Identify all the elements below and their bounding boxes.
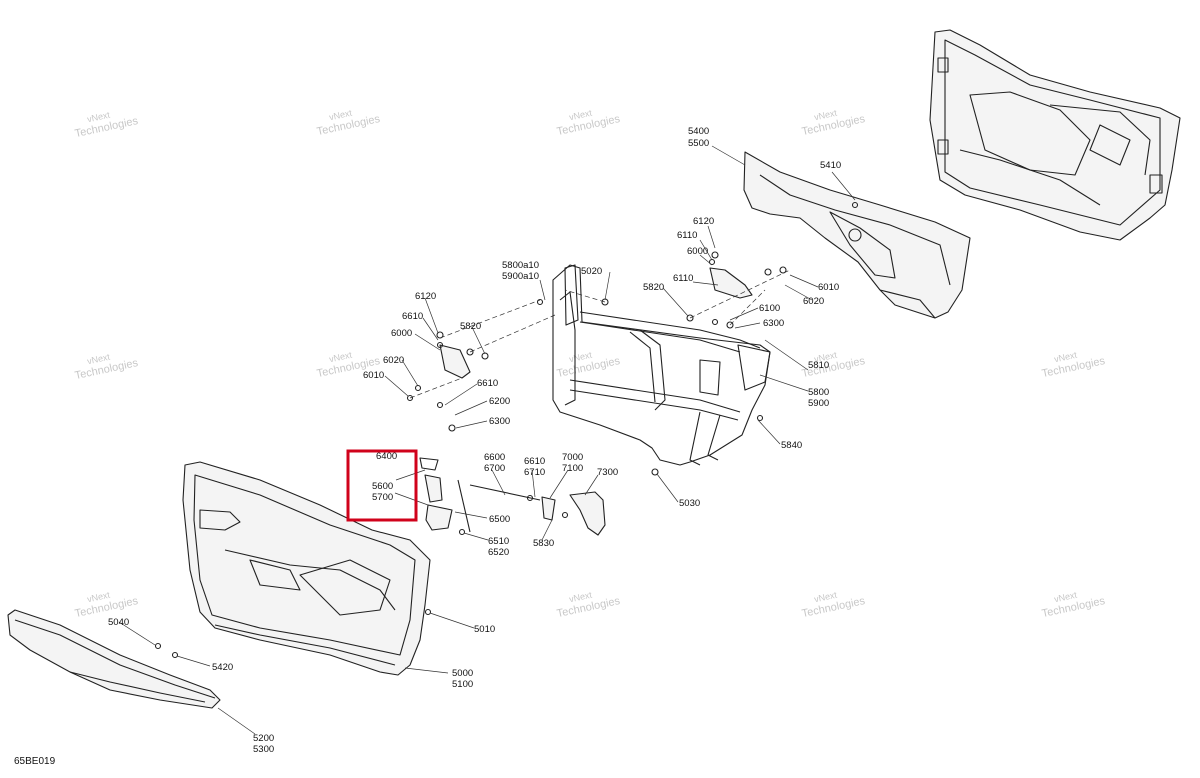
callout-6000: 6000 xyxy=(391,328,412,339)
latch-mechanism xyxy=(419,267,753,536)
callout-6120: 6120 xyxy=(693,216,714,227)
callout-6020: 6020 xyxy=(383,355,404,366)
callouts: 5400 5500 5410 6120 6110 6000 6110 6010 … xyxy=(108,126,841,755)
callout-6600: 6600 xyxy=(484,452,505,463)
callout-5010: 5010 xyxy=(474,624,495,635)
svg-text:vNext: vNext xyxy=(328,108,353,123)
callout-5900: 5900 xyxy=(808,398,829,409)
inner-trim-panel xyxy=(743,151,971,319)
callout-5800a10: 5800a10 xyxy=(502,260,539,271)
callout-6300: 6300 xyxy=(763,318,784,329)
outer-door-panel xyxy=(182,461,431,676)
callout-6400: 6400 xyxy=(376,451,397,462)
callout-5420: 5420 xyxy=(212,662,233,673)
callout-5100: 5100 xyxy=(452,679,473,690)
door-frame xyxy=(552,264,771,466)
callout-5000: 5000 xyxy=(452,668,473,679)
highlight-box xyxy=(346,449,418,522)
callout-5500: 5500 xyxy=(688,138,709,149)
svg-text:vNext: vNext xyxy=(568,590,593,605)
callout-6300: 6300 xyxy=(489,416,510,427)
callout-5030: 5030 xyxy=(679,498,700,509)
callout-6000: 6000 xyxy=(687,246,708,257)
callout-5900a10: 5900a10 xyxy=(502,271,539,282)
svg-text:vNext: vNext xyxy=(813,108,838,123)
svg-text:vNext: vNext xyxy=(568,350,593,365)
svg-text:vNext: vNext xyxy=(1053,350,1078,365)
callout-6610: 6610 xyxy=(477,378,498,389)
callout-6200: 6200 xyxy=(489,396,510,407)
callout-6500: 6500 xyxy=(489,514,510,525)
callout-6110: 6110 xyxy=(677,230,697,241)
callout-5700: 5700 xyxy=(372,492,393,503)
svg-text:vNext: vNext xyxy=(813,590,838,605)
svg-text:vNext: vNext xyxy=(813,350,838,365)
callout-5410: 5410 xyxy=(820,160,841,171)
callout-5300: 5300 xyxy=(253,744,274,755)
callout-5810: 5810 xyxy=(808,360,829,371)
callout-5200: 5200 xyxy=(253,733,274,744)
callout-5800: 5800 xyxy=(808,387,829,398)
callout-7100: 7100 xyxy=(562,463,583,474)
leader-lines xyxy=(118,145,856,735)
callout-6610: 6610 xyxy=(524,456,545,467)
callout-6010: 6010 xyxy=(363,370,384,381)
callout-6120: 6120 xyxy=(415,291,436,302)
callout-5820: 5820 xyxy=(643,282,664,293)
assembled-door-illustration xyxy=(929,29,1181,241)
callout-5400: 5400 xyxy=(688,126,709,137)
callout-6110: 6110 xyxy=(673,273,693,284)
callout-5830: 5830 xyxy=(533,538,554,549)
svg-text:vNext: vNext xyxy=(328,350,353,365)
callout-5840: 5840 xyxy=(781,440,802,451)
callout-6100: 6100 xyxy=(759,303,780,314)
svg-text:vNext: vNext xyxy=(86,110,111,125)
svg-text:vNext: vNext xyxy=(1053,590,1078,605)
svg-text:vNext: vNext xyxy=(86,590,111,605)
callout-6010: 6010 xyxy=(818,282,839,293)
callout-6020: 6020 xyxy=(803,296,824,307)
document-id: 65BE019 xyxy=(14,756,56,767)
svg-text:vNext: vNext xyxy=(568,108,593,123)
lower-trim-panel xyxy=(7,609,221,709)
callout-7000: 7000 xyxy=(562,452,583,463)
callout-6510: 6510 xyxy=(488,536,509,547)
callout-6610: 6610 xyxy=(402,311,423,322)
callout-6520: 6520 xyxy=(488,547,509,558)
callout-5040: 5040 xyxy=(108,617,129,628)
callout-5600: 5600 xyxy=(372,481,393,492)
svg-text:vNext: vNext xyxy=(86,352,111,367)
callout-6710: 6710 xyxy=(524,467,545,478)
callout-7300: 7300 xyxy=(597,467,618,478)
callout-6700: 6700 xyxy=(484,463,505,474)
assembly-lines xyxy=(409,269,791,399)
hardware xyxy=(154,201,859,659)
callout-5020: 5020 xyxy=(581,266,602,277)
callout-5820: 5820 xyxy=(460,321,481,332)
